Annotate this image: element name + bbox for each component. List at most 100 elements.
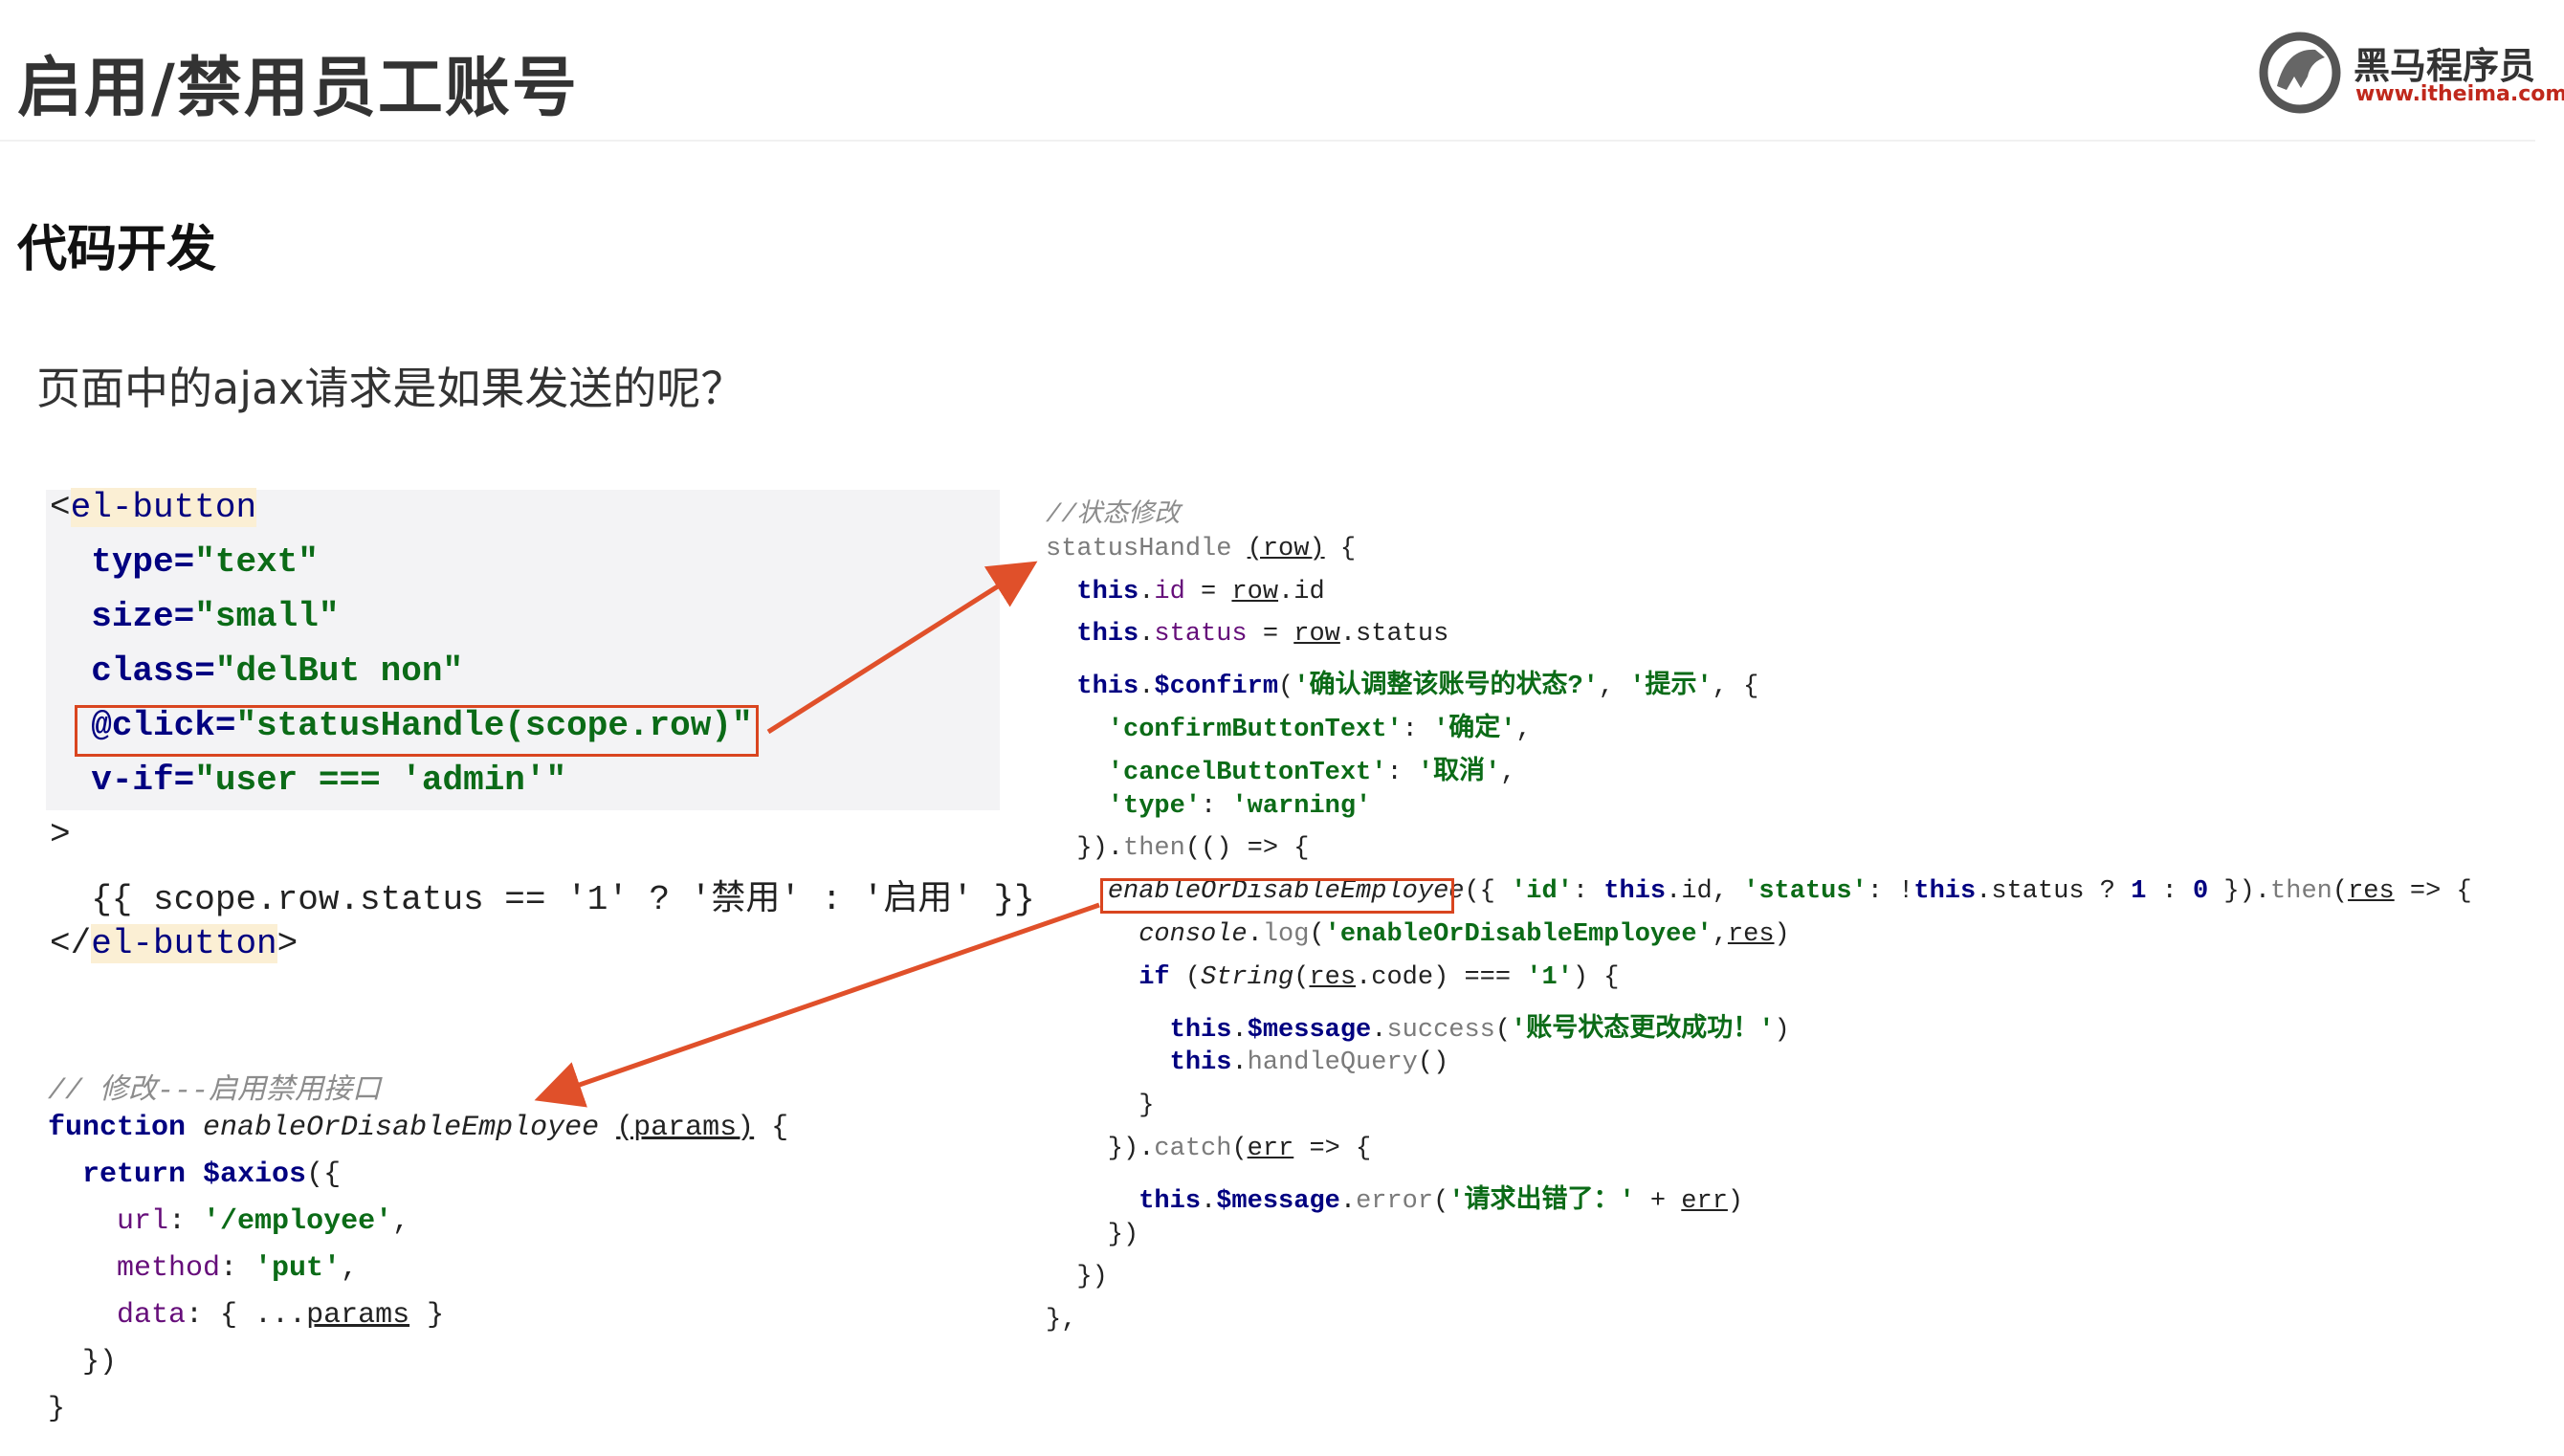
code-token: $confirm bbox=[1154, 673, 1279, 702]
code-line: enableOrDisableEmployee({ 'id': this.id,… bbox=[1046, 877, 2472, 906]
code-token: error bbox=[1356, 1186, 1434, 1216]
arrow-to-api-function bbox=[534, 902, 1100, 1108]
code-token: , bbox=[1712, 920, 1728, 949]
code-token: '确定' bbox=[1433, 716, 1516, 744]
code-token: { bbox=[754, 1112, 789, 1144]
code-token: }). bbox=[1046, 1135, 1155, 1163]
code-token: 'cancelButtonText' bbox=[1046, 758, 1387, 787]
code-token: </ bbox=[50, 924, 92, 963]
code-token: '/employee' bbox=[203, 1205, 393, 1238]
code-line: }) bbox=[48, 1346, 117, 1379]
code-line: }).catch(err => { bbox=[1046, 1135, 1371, 1163]
code-line: @click="statusHandle(scope.row)" bbox=[50, 706, 753, 745]
code-token: : bbox=[1572, 877, 1604, 907]
code-token: .code) === bbox=[1356, 962, 1527, 992]
code-token: }) bbox=[1046, 1263, 1108, 1292]
code-token: ( bbox=[1169, 962, 1202, 992]
code-token: : bbox=[168, 1205, 204, 1238]
code-line: statusHandle (row) { bbox=[1046, 535, 1356, 563]
logo-name: 黑马程序员 bbox=[2354, 45, 2536, 87]
code-token: . bbox=[1231, 1048, 1248, 1078]
code-token: ({ bbox=[306, 1158, 342, 1191]
code-token: // 修改---启用禁用接口 bbox=[48, 1075, 382, 1108]
code-token: class= bbox=[91, 651, 215, 691]
code-token: params bbox=[306, 1299, 410, 1332]
code-token: this bbox=[1046, 1186, 1202, 1216]
code-token: row bbox=[1293, 620, 1340, 650]
code-line: size="small" bbox=[50, 597, 339, 636]
code-token: , bbox=[1515, 716, 1532, 744]
code-line: class="delBut non" bbox=[50, 651, 463, 691]
code-token: . bbox=[1247, 920, 1263, 949]
code-token: ) { bbox=[1572, 962, 1620, 992]
code-token: . bbox=[1371, 1015, 1387, 1045]
code-token: "text" bbox=[194, 542, 319, 582]
code-token: res bbox=[1309, 962, 1357, 992]
code-token: , bbox=[392, 1205, 410, 1238]
page-title: 启用/禁用员工账号 bbox=[17, 51, 579, 126]
code-line: this.$message.error('请求出错了：' + err) bbox=[1046, 1178, 1743, 1216]
code-token: , { bbox=[1712, 673, 1759, 702]
code-line: method: 'put', bbox=[48, 1252, 358, 1285]
question-text: 页面中的ajax请求是如果发送的呢？ bbox=[36, 363, 745, 414]
code-token: log bbox=[1262, 920, 1310, 949]
code-token: this bbox=[1046, 1048, 1232, 1078]
code-token: @click= bbox=[91, 706, 236, 745]
code-token: ( bbox=[1433, 1186, 1449, 1216]
code-token: }, bbox=[1046, 1306, 1077, 1335]
code-token: }) bbox=[1046, 1220, 1139, 1249]
code-token: then bbox=[2270, 877, 2332, 907]
code-token: = bbox=[1247, 620, 1294, 650]
code-token: } bbox=[1046, 1092, 1155, 1121]
code-line: <el-button bbox=[50, 488, 257, 527]
code-token: (() => { bbox=[1184, 834, 1310, 864]
code-token: > bbox=[50, 815, 71, 854]
code-token: < bbox=[50, 488, 71, 527]
code-token: (params) bbox=[616, 1112, 755, 1144]
code-token: "statusHandle(scope.row)" bbox=[235, 706, 753, 745]
code-token: }). bbox=[1046, 834, 1124, 864]
code-token: method bbox=[48, 1252, 221, 1285]
code-token: this bbox=[1046, 620, 1139, 650]
code-line: //状态修改 bbox=[1046, 492, 1180, 530]
code-token: .status ? bbox=[1976, 877, 2132, 907]
code-token: el-button bbox=[70, 488, 257, 527]
code-token: url bbox=[48, 1205, 169, 1238]
code-line: this.id = row.id bbox=[1046, 577, 1324, 607]
code-token: 'confirmButtonText' bbox=[1046, 716, 1403, 744]
code-token: : bbox=[220, 1252, 255, 1285]
code-token: err bbox=[1681, 1186, 1728, 1216]
template-code-background bbox=[46, 490, 1000, 810]
code-line: this.$confirm('确认调整该账号的状态?', '提示', { bbox=[1046, 663, 1758, 701]
code-line: } bbox=[1046, 1092, 1154, 1120]
code-token: "delBut non" bbox=[214, 651, 464, 691]
code-token: console bbox=[1046, 920, 1248, 949]
code-token: this bbox=[1913, 877, 1977, 907]
code-token: . bbox=[1231, 1015, 1248, 1045]
code-line: this.status = row.status bbox=[1046, 620, 1448, 649]
code-token: . bbox=[1138, 673, 1155, 702]
code-line: 'cancelButtonText': '取消', bbox=[1046, 749, 1516, 787]
code-token: status bbox=[1154, 620, 1248, 650]
code-token: : { ... bbox=[186, 1299, 307, 1332]
code-token: , bbox=[341, 1252, 359, 1285]
code-token: this bbox=[1046, 577, 1139, 607]
code-token: ( bbox=[1293, 962, 1310, 992]
code-token: row bbox=[1231, 577, 1279, 607]
code-token: //状态修改 bbox=[1046, 501, 1181, 530]
code-line: function enableOrDisableEmployee (params… bbox=[48, 1112, 788, 1144]
code-token: 'status' bbox=[1743, 877, 1868, 907]
code-token: statusHandle bbox=[1046, 534, 1248, 563]
code-token: '账号状态更改成功！' bbox=[1511, 1015, 1775, 1045]
code-line: 'confirmButtonText': '确定', bbox=[1046, 706, 1532, 744]
code-line: }) bbox=[1046, 1221, 1138, 1249]
code-token: res bbox=[2348, 877, 2395, 907]
click-handler-highlight bbox=[75, 705, 759, 757]
code-token: => { bbox=[2394, 877, 2472, 907]
code-token: ) bbox=[1774, 920, 1790, 949]
code-token: 'type' bbox=[1046, 791, 1202, 821]
code-token: this bbox=[1603, 877, 1667, 907]
code-token: : bbox=[1201, 791, 1232, 821]
code-token: .status bbox=[1339, 620, 1449, 650]
